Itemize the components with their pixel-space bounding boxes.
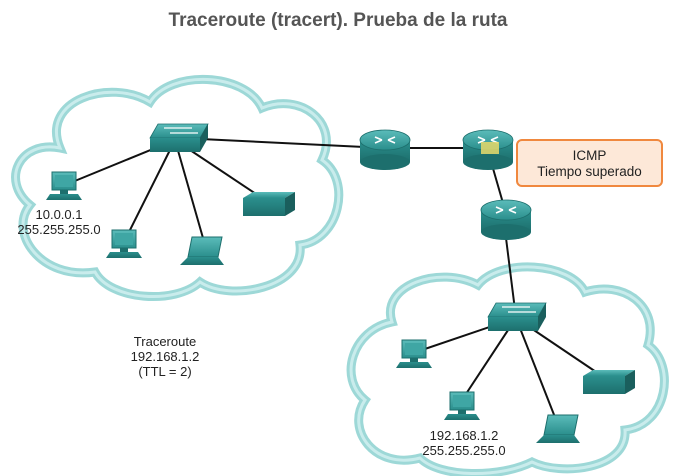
left-printer-icon [243, 192, 295, 216]
icmp-callout: ICMP Tiempo superado [516, 139, 663, 187]
right-printer-icon [583, 370, 635, 394]
callout-line-2: Tiempo superado [537, 164, 642, 179]
page-title: Traceroute (tracert). Prueba de la ruta [168, 10, 508, 31]
callout-line-1: ICMP [572, 148, 607, 163]
destination-pc-icon [444, 391, 480, 420]
traceroute-target: 192.168.1.2 [130, 349, 200, 364]
right-laptop-icon [536, 414, 580, 443]
left-pc-icon [106, 229, 142, 258]
destination-host-label: 192.168.1.2 255.255.255.0 [404, 428, 524, 458]
router-1-icon [359, 129, 411, 170]
source-mask: 255.255.255.0 [17, 222, 101, 237]
router-3-icon [480, 199, 532, 240]
destination-ip: 192.168.1.2 [429, 428, 499, 443]
source-host-label: 10.0.0.1 255.255.255.0 [4, 207, 114, 237]
right-pc-icon [396, 339, 432, 368]
left-lan-cloud-icon [11, 74, 344, 302]
right-switch-icon [487, 302, 547, 331]
traceroute-ttl: (TTL = 2) [138, 364, 192, 379]
traceroute-command-label: Traceroute 192.168.1.2 (TTL = 2) [110, 334, 220, 379]
left-switch-icon [149, 123, 209, 152]
source-ip: 10.0.0.1 [35, 207, 83, 222]
traceroute-command: Traceroute [133, 334, 197, 349]
right-lan-cloud-icon [346, 262, 669, 476]
left-laptop-icon [180, 236, 224, 265]
router-2-icon [462, 129, 514, 170]
destination-mask: 255.255.255.0 [422, 443, 506, 458]
source-pc-icon [46, 171, 82, 200]
